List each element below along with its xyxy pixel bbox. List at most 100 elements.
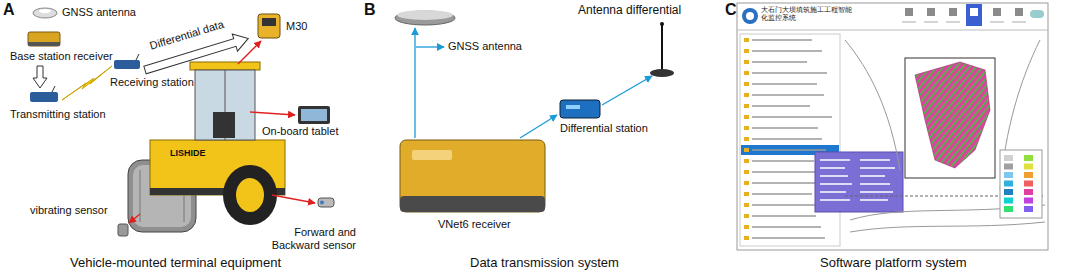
software-screenshot — [966, 4, 982, 26]
component-label: Base station receiver — [10, 50, 113, 63]
hollow-arrow — [33, 66, 47, 88]
m30-icon — [258, 14, 280, 38]
gnss-antenna-icon — [39, 9, 51, 13]
m30-icon — [258, 14, 280, 38]
gnss-antenna-icon — [395, 10, 455, 25]
tablet-icon — [298, 106, 330, 124]
software-screenshot — [1000, 150, 1042, 218]
transmitting-station-icon — [52, 86, 55, 92]
software-screenshot — [1004, 206, 1013, 212]
receiver-icon — [412, 150, 452, 160]
component-label: Receiving station — [110, 76, 194, 89]
component-label: On-board tablet — [262, 125, 338, 138]
hollow-arrow — [33, 66, 47, 88]
receiving-station-icon — [136, 54, 139, 60]
software-screenshot — [1024, 206, 1033, 212]
software-screenshot — [746, 12, 754, 20]
leader-arrow — [129, 214, 140, 223]
software-screenshot — [1004, 189, 1013, 195]
roller-illustration — [236, 178, 264, 212]
receiver-icon — [400, 140, 545, 212]
whip-antenna-icon — [660, 22, 664, 26]
roller-illustration — [195, 70, 255, 140]
component-label: Transmitting station — [10, 108, 106, 121]
direction-sensor-icon — [320, 201, 324, 205]
software-screenshot — [1024, 172, 1033, 178]
leader-arrow — [272, 195, 315, 203]
brand-text: LISHIDE — [170, 148, 206, 158]
panel-caption: Vehicle-mounted terminal equipment — [70, 256, 281, 271]
vibrating-sensor-icon — [118, 224, 128, 236]
software-screenshot — [902, 22, 1026, 23]
software-screenshot — [1012, 22, 1026, 23]
component-label: GNSS antenna — [62, 6, 136, 19]
software-screenshot — [845, 40, 1045, 232]
tablet-icon — [301, 109, 327, 121]
receiver-icon — [400, 140, 545, 212]
panel-caption: Software platform system — [820, 256, 967, 271]
software-screenshot — [737, 3, 1048, 250]
gnss-antenna-icon — [397, 10, 453, 20]
m30-icon — [262, 18, 276, 26]
whip-antenna-icon — [661, 24, 663, 70]
panel-letter: B — [364, 1, 376, 19]
leader-arrow — [414, 28, 415, 138]
panel-letter: A — [3, 1, 15, 19]
panel-caption: Data transmission system — [470, 256, 619, 271]
transmitting-station-icon — [30, 92, 58, 102]
base-receiver-icon — [28, 42, 60, 46]
software-screenshot — [1004, 155, 1013, 161]
transmitting-station-icon — [30, 86, 58, 102]
differential-station-icon — [560, 100, 600, 118]
component-label: VNet6 receiver — [438, 218, 511, 231]
receiving-station-icon — [114, 54, 140, 69]
leader-arrow — [416, 46, 444, 47]
component-label: M30 — [286, 20, 307, 33]
software-screenshot — [1024, 189, 1033, 195]
software-screenshot — [1004, 155, 1033, 212]
radio-bolt — [62, 66, 112, 100]
software-screenshot — [927, 8, 935, 16]
software-screenshot — [744, 38, 749, 240]
roller-illustration — [190, 62, 260, 70]
leader-arrow — [520, 115, 557, 138]
gnss-antenna-icon — [395, 11, 455, 25]
leader-arrow — [602, 76, 652, 105]
software-screenshot — [742, 8, 758, 24]
software-screenshot — [902, 22, 916, 23]
software-screenshot — [915, 62, 990, 168]
base-receiver-icon — [28, 32, 60, 46]
software-screenshot — [1004, 164, 1013, 170]
receiver-icon — [400, 196, 545, 212]
direction-sensor-icon — [318, 198, 334, 207]
software-screenshot — [740, 34, 840, 246]
software-screenshot — [820, 160, 895, 200]
roller-illustration — [223, 165, 277, 225]
leader-arrow — [238, 41, 261, 64]
tablet-icon — [298, 106, 330, 124]
differential-station-icon — [560, 100, 600, 118]
software-screenshot — [1030, 10, 1044, 18]
panel-letter: C — [725, 1, 737, 19]
screen-title: 大石门大坝填筑施工工程智能化监控系统 — [761, 6, 857, 22]
gnss-antenna-icon — [33, 8, 57, 18]
software-screenshot — [970, 8, 978, 16]
software-screenshot — [1024, 198, 1033, 204]
software-screenshot — [1024, 181, 1033, 187]
software-screenshot — [815, 152, 903, 212]
receiving-station-icon — [114, 60, 140, 69]
base-receiver-icon — [28, 32, 60, 46]
component-label: Differential station — [560, 122, 648, 135]
software-screenshot — [1015, 8, 1023, 16]
leader-arrow — [415, 28, 652, 138]
whip-antenna-icon — [650, 69, 674, 77]
leader-arrow — [250, 112, 295, 115]
component-label: Antenna differential — [578, 4, 681, 18]
direction-sensor-icon — [318, 198, 334, 207]
software-screenshot — [924, 22, 938, 23]
software-screenshot — [990, 22, 1004, 23]
software-screenshot — [949, 8, 957, 16]
software-screenshot — [946, 22, 960, 23]
software-screenshot — [1024, 155, 1033, 161]
